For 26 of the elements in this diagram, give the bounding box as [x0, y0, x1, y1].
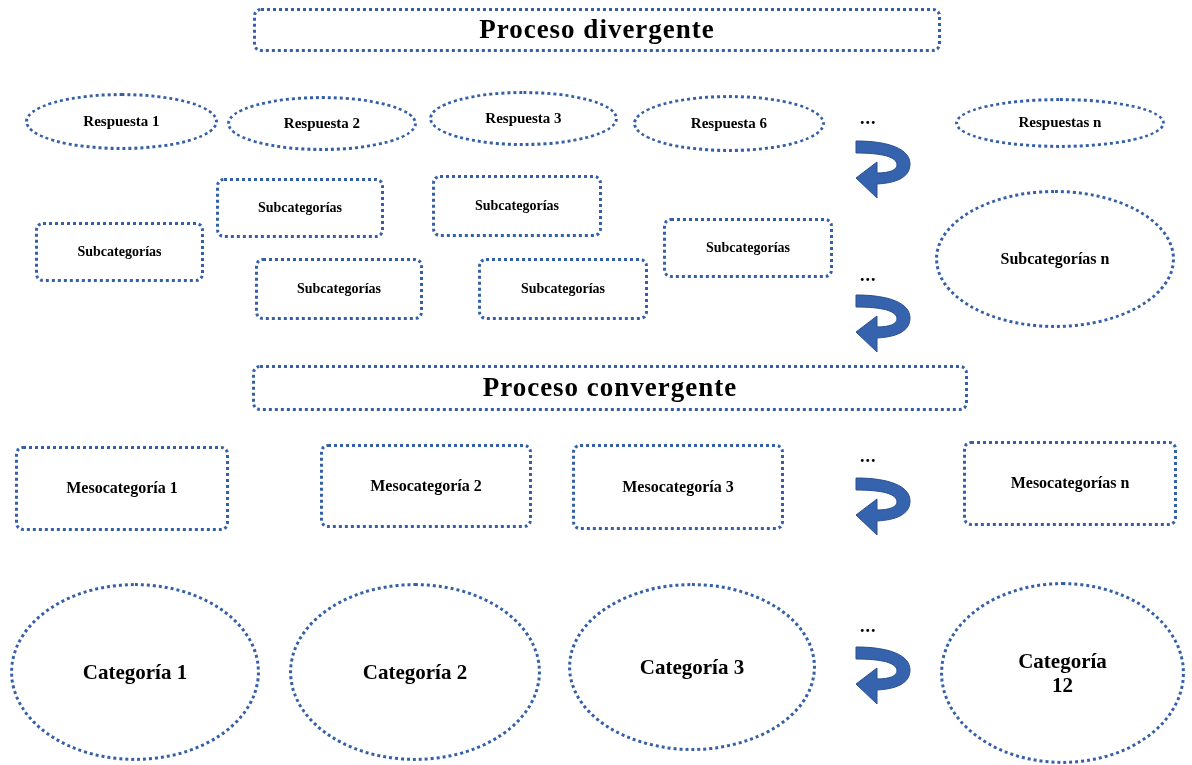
- subcategory-box: Subcategorías: [255, 258, 423, 320]
- answer-ellipse: Respuesta 2: [227, 96, 417, 151]
- category-ellipse: Categoría 2: [289, 583, 541, 761]
- answer-ellipse: Respuesta 3: [429, 91, 618, 146]
- category-ellipse: Categoría 12: [940, 582, 1185, 764]
- ellipsis-mark: ...: [860, 616, 877, 637]
- subcategory-box: Subcategorías: [35, 222, 204, 282]
- subcategory-box: Subcategorías: [216, 178, 384, 238]
- title-box: Proceso convergente: [252, 365, 968, 411]
- subcategory-box: Subcategorías: [663, 218, 833, 278]
- ellipsis-mark: ...: [860, 108, 877, 129]
- title-box: Proceso divergente: [253, 8, 941, 52]
- answer-ellipse: Respuesta 6: [633, 95, 825, 152]
- mesocategory-box: Mesocategoría 2: [320, 444, 532, 528]
- answer-ellipse: Respuestas n: [955, 98, 1165, 148]
- subcategory-ellipse: Subcategorías n: [935, 190, 1175, 328]
- category-ellipse: Categoría 3: [568, 583, 816, 751]
- ellipsis-mark: ...: [860, 446, 877, 467]
- answer-ellipse: Respuesta 1: [25, 93, 218, 150]
- subcategory-box: Subcategorías: [432, 175, 602, 237]
- ellipsis-mark: ...: [860, 265, 877, 286]
- category-ellipse: Categoría 1: [10, 583, 260, 761]
- mesocategory-box: Mesocategoría 3: [572, 444, 784, 530]
- mesocategory-box: Mesocategorías n: [963, 441, 1177, 526]
- mesocategory-box: Mesocategoría 1: [15, 446, 229, 531]
- subcategory-box: Subcategorías: [478, 258, 648, 320]
